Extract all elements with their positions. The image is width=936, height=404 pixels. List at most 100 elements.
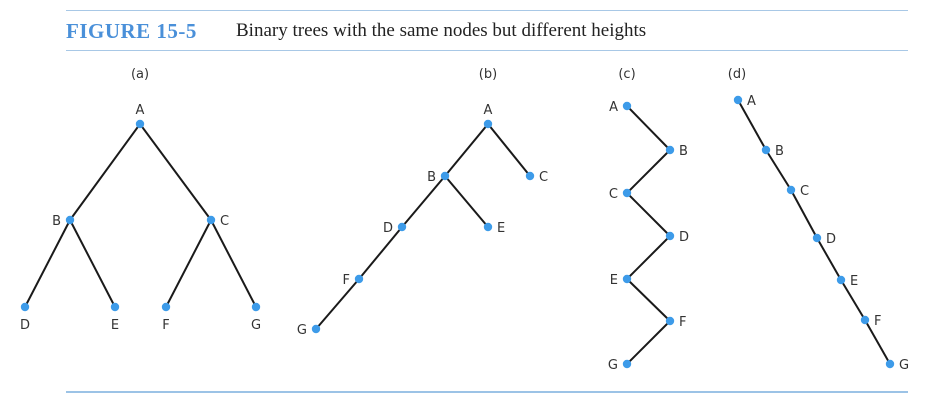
node-B [440,171,450,181]
tree-b: (b) A B C D E F G [297,67,548,338]
node-label-A: A [609,100,618,115]
tree-a-nodes: A B C D E F G [20,103,261,333]
edge-E-F [626,278,671,322]
node-A [483,119,493,129]
figure-caption: Binary trees with the same nodes but dif… [236,20,647,41]
top-rule [66,10,908,11]
node-label-G: G [899,358,909,373]
edge-C-D [626,192,671,237]
node-label-E: E [850,274,858,289]
node-F [161,302,171,312]
node-F [354,274,364,284]
tree-b-edges [315,123,531,330]
tree-d-label: (d) [728,67,746,82]
edge-B-C [765,149,792,191]
bottom-rule [66,391,908,393]
node-label-F: F [343,273,350,288]
tree-b-label: (b) [479,67,497,82]
tree-d-nodes: A B C D E F G [733,94,909,373]
edge-A-C [487,123,531,177]
edge-F-G [626,320,671,365]
edge-C-G [210,219,257,308]
node-E [622,274,632,284]
node-B [65,215,75,225]
node-label-F: F [874,314,881,329]
node-label-D: D [679,230,689,245]
node-label-B: B [427,170,436,185]
node-label-B: B [679,144,688,159]
edge-B-C [626,149,671,194]
node-label-E: E [111,318,119,333]
node-C [786,185,796,195]
node-F [860,315,870,325]
node-A [622,101,632,111]
node-label-A: A [747,94,756,109]
header-rule [66,50,908,51]
node-G [251,302,261,312]
tree-a-label: (a) [131,67,149,82]
node-label-F: F [679,315,686,330]
tree-d-edges [737,99,891,365]
node-label-C: C [800,184,809,199]
tree-a-edges [24,123,257,308]
node-A [135,119,145,129]
edge-E-F [840,279,866,321]
node-F [665,316,675,326]
tree-c-nodes: A B C D E F G [608,100,689,373]
edge-D-E [816,237,842,281]
node-E [836,275,846,285]
figure-label: FIGURE 15-5 [66,19,197,43]
tree-c-edges [626,105,671,365]
node-label-E: E [610,273,618,288]
edge-A-C [139,123,212,221]
node-label-B: B [52,214,61,229]
node-label-F: F [162,318,169,333]
edge-B-E [444,175,489,228]
node-label-B: B [775,144,784,159]
tree-a: (a) A B C D E F G [20,67,261,333]
node-C [206,215,216,225]
node-D [812,233,822,243]
edge-F-G [315,278,360,330]
node-E [483,222,493,232]
edge-D-E [626,235,671,280]
node-label-A: A [484,103,493,118]
node-label-C: C [609,187,618,202]
edge-F-G [864,319,891,365]
node-E [110,302,120,312]
node-label-G: G [251,318,261,333]
tree-c: (c) A B C D E F G [608,67,689,373]
tree-b-nodes: A B C D E F G [297,103,548,338]
edge-B-D [24,219,71,308]
node-B [761,145,771,155]
edge-C-F [165,219,212,308]
node-D [20,302,30,312]
edge-D-F [358,226,403,280]
edge-B-E [69,219,116,308]
node-label-E: E [497,221,505,236]
tree-d: (d) A B C D E F G [728,67,909,373]
node-label-C: C [220,214,229,229]
node-label-D: D [20,318,30,333]
node-D [397,222,407,232]
node-label-D: D [826,232,836,247]
node-G [311,324,321,334]
node-label-A: A [136,103,145,118]
node-A [733,95,743,105]
edge-B-D [401,175,446,228]
edge-C-D [790,189,818,239]
node-B [665,145,675,155]
node-label-D: D [383,221,393,236]
edge-A-B [737,99,767,151]
node-label-G: G [608,358,618,373]
edge-A-B [626,105,671,151]
edge-A-B [444,123,489,177]
node-D [665,231,675,241]
node-label-C: C [539,170,548,185]
node-label-G: G [297,323,307,338]
node-G [885,359,895,369]
node-C [622,188,632,198]
node-G [622,359,632,369]
tree-c-label: (c) [618,67,635,82]
